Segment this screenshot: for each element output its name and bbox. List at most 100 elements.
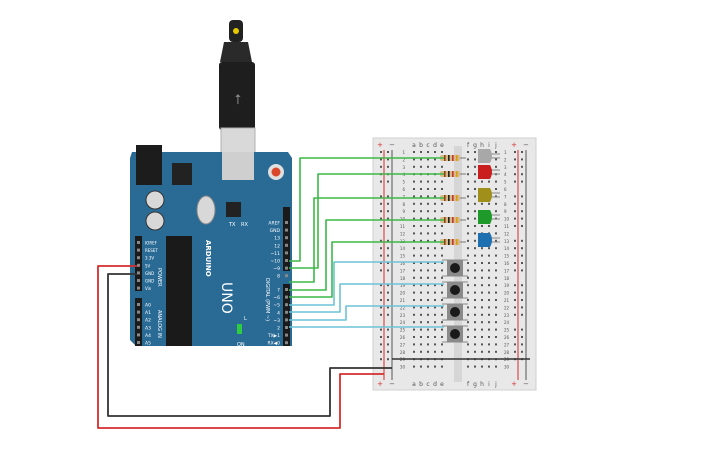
column-label: h bbox=[480, 381, 484, 388]
led bbox=[478, 233, 492, 247]
row-number: 27 bbox=[504, 342, 510, 347]
column-label: a bbox=[412, 142, 416, 149]
row-number: 28 bbox=[504, 350, 510, 355]
row-number: 20 bbox=[400, 291, 406, 296]
wire bbox=[97, 265, 384, 429]
pin-label-right-bottom: ~3 bbox=[273, 318, 280, 324]
pin-label-right-bottom: 2 bbox=[277, 326, 280, 332]
row-number: 2 bbox=[402, 157, 405, 162]
row-number: 30 bbox=[504, 365, 510, 370]
column-label: h bbox=[480, 142, 484, 149]
pin-label-right-bottom: RX◀0 bbox=[267, 341, 280, 347]
power-label: POWER bbox=[156, 268, 162, 287]
row-number: 1 bbox=[504, 150, 507, 155]
row-number: 2 bbox=[504, 157, 507, 162]
row-number: 11 bbox=[400, 224, 406, 229]
pin-label-right-top: GND bbox=[270, 228, 281, 234]
atmega-chip bbox=[166, 236, 192, 346]
pin-label-left-top: RESET bbox=[145, 248, 158, 253]
rx-label: RX bbox=[241, 222, 248, 228]
pin-label-left-bottom: A5 bbox=[145, 341, 151, 347]
pin-label-left-bottom: A1 bbox=[145, 310, 151, 316]
pin-label-right-bottom: 7 bbox=[277, 288, 280, 294]
led bbox=[478, 165, 492, 179]
row-number: 6 bbox=[504, 187, 507, 192]
row-number: 18 bbox=[400, 276, 406, 281]
row-number: 18 bbox=[504, 276, 510, 281]
arduino-uno-board[interactable]: ARDUINO UNO POWER ANALOG IN DIGITAL (PWM… bbox=[130, 145, 292, 348]
l-label: L bbox=[244, 316, 247, 322]
row-number: 26 bbox=[504, 335, 510, 340]
row-number: 12 bbox=[504, 231, 510, 236]
row-number: 7 bbox=[402, 194, 405, 199]
pin-label-left-top: Vin bbox=[145, 286, 152, 291]
row-number: 9 bbox=[402, 209, 405, 214]
column-label: b bbox=[419, 142, 423, 149]
row-number: 15 bbox=[504, 254, 510, 259]
row-number: 8 bbox=[504, 202, 507, 207]
rail-label: − bbox=[389, 380, 395, 388]
capacitor-2 bbox=[145, 211, 165, 231]
leds bbox=[478, 149, 500, 247]
wire bbox=[289, 241, 444, 298]
wire bbox=[289, 261, 444, 306]
wire bbox=[107, 273, 392, 417]
regulator-chip bbox=[172, 163, 192, 185]
wire bbox=[289, 219, 444, 291]
pin-label-left-top: 3.3V bbox=[145, 256, 154, 261]
usb-port bbox=[222, 152, 254, 180]
column-label: i bbox=[488, 381, 490, 388]
column-label: j bbox=[494, 381, 497, 388]
pin-label-right-top: 12 bbox=[274, 243, 280, 249]
pin-label-right-bottom: 4 bbox=[277, 310, 280, 316]
wire bbox=[289, 157, 444, 262]
pin-label-right-top: ~9 bbox=[273, 266, 280, 272]
column-label: j bbox=[494, 142, 497, 149]
row-number: 26 bbox=[400, 335, 406, 340]
pin-label-left-top: 5V bbox=[145, 263, 151, 268]
row-number: 20 bbox=[504, 291, 510, 296]
pin-label-left-top: GND bbox=[145, 279, 154, 284]
row-number: 24 bbox=[504, 320, 510, 325]
analog-label: ANALOG IN bbox=[156, 310, 162, 338]
row-number: 7 bbox=[504, 194, 507, 199]
pin-label-left-bottom: A4 bbox=[145, 333, 151, 339]
rail-label: − bbox=[523, 141, 529, 149]
column-label: b bbox=[419, 381, 423, 388]
column-label: d bbox=[433, 142, 437, 149]
row-number: 6 bbox=[402, 187, 405, 192]
pin-label-right-bottom: TX▶1 bbox=[267, 333, 280, 339]
on-label: ON bbox=[237, 342, 245, 348]
column-label: d bbox=[433, 381, 437, 388]
row-number: 5 bbox=[402, 180, 405, 185]
row-number: 8 bbox=[402, 202, 405, 207]
push-buttons bbox=[442, 259, 468, 343]
pin-label-right-bottom: ~5 bbox=[273, 303, 280, 309]
led bbox=[478, 149, 492, 163]
row-number: 14 bbox=[504, 246, 510, 251]
column-label: e bbox=[440, 142, 444, 149]
pin-label-left-bottom: A2 bbox=[145, 318, 151, 324]
row-number: 19 bbox=[400, 283, 406, 288]
led bbox=[478, 188, 492, 202]
row-number: 25 bbox=[504, 328, 510, 333]
row-number: 12 bbox=[400, 231, 406, 236]
row-number: 27 bbox=[400, 342, 406, 347]
pin-label-right-top: 8 bbox=[277, 274, 280, 280]
model-label: UNO bbox=[218, 282, 234, 314]
pin-label-right-bottom: ~6 bbox=[273, 295, 280, 301]
pin-label-left-top: GND bbox=[145, 271, 154, 276]
row-number: 19 bbox=[504, 283, 510, 288]
tx-label: TX bbox=[228, 222, 236, 228]
row-number: 3 bbox=[402, 165, 405, 170]
pin-label-right-top: 13 bbox=[274, 236, 280, 242]
column-label: e bbox=[440, 381, 444, 388]
row-number: 25 bbox=[400, 328, 406, 333]
rail-label: − bbox=[523, 380, 529, 388]
row-number: 16 bbox=[400, 261, 406, 266]
row-number: 4 bbox=[504, 172, 507, 177]
pin-label-left-top: IOREF bbox=[145, 241, 158, 246]
